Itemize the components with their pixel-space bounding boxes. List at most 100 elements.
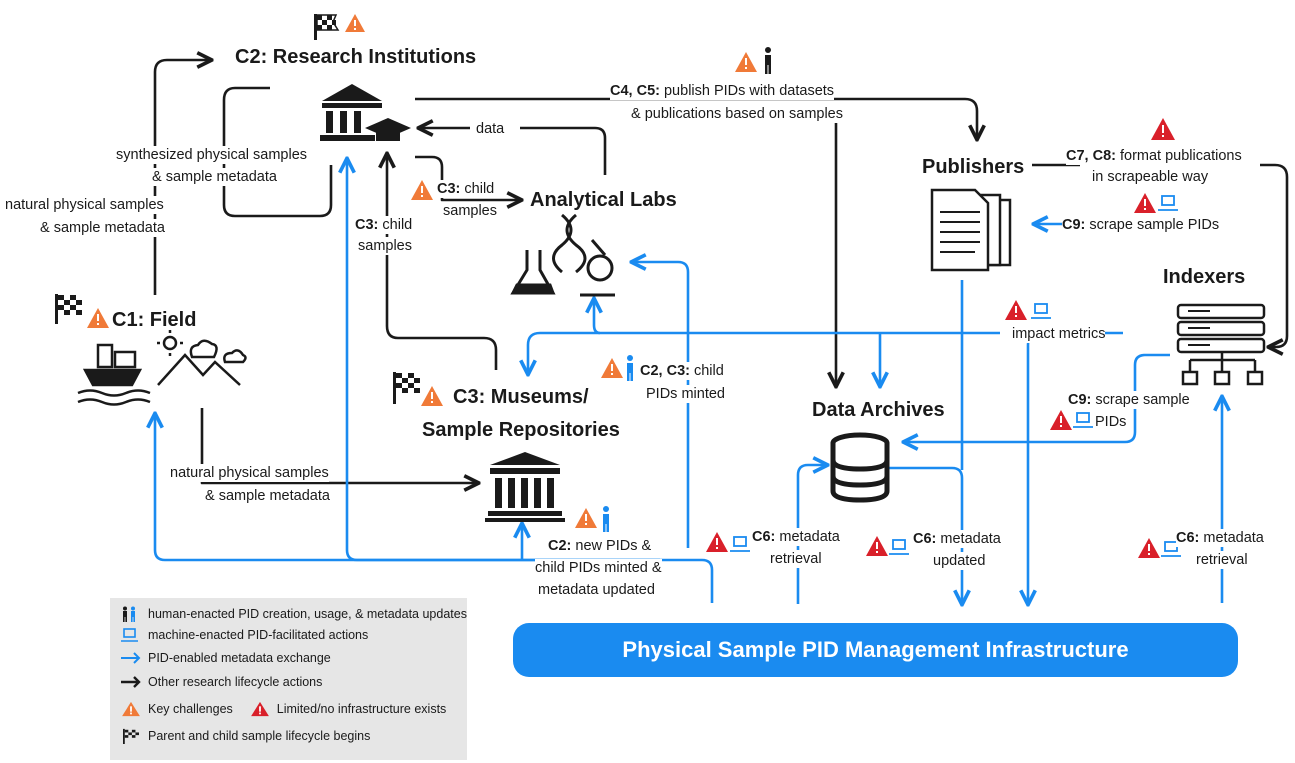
human-icon: [765, 47, 771, 74]
arrow-field-museum: [200, 408, 477, 483]
warning-icon: [1151, 118, 1175, 140]
label-c3-child-b-2: samples: [358, 237, 412, 256]
human-icons: [603, 47, 771, 532]
orange-warning-icons: [87, 14, 757, 528]
blue-arrow-icon: [121, 652, 141, 664]
legend-human-text: human-enacted PID creation, usage, & met…: [148, 607, 467, 621]
label-c2-new-3: metadata updated: [538, 581, 655, 600]
label-natural-down-1: natural physical samples: [170, 464, 329, 483]
label-c6-retrieval-2: retrieval: [770, 550, 822, 569]
warning-icon: [411, 180, 433, 200]
legend-row-lifecycle: Parent and child sample lifecycle begins: [120, 728, 370, 744]
label-scrape-indexer-1: C9: scrape sample: [1068, 391, 1190, 410]
legend-pid-exchange-text: PID-enabled metadata exchange: [148, 651, 331, 665]
legend-lifecycle-text: Parent and child sample lifecycle begins: [148, 729, 371, 743]
label-data: data: [476, 120, 505, 139]
label-scrape-indexer-2: PIDs: [1095, 413, 1127, 432]
computer-icon: [121, 628, 138, 642]
computer-icon: [730, 536, 750, 552]
arrow-research-loop: [222, 86, 333, 218]
blue-impact-line: [528, 331, 1000, 373]
node-museums-line1: C3: Museums/: [453, 386, 589, 408]
orange-warning-icon: [122, 701, 140, 717]
legend-row-pid-exchange: PID-enabled metadata exchange: [120, 650, 331, 666]
warning-icon: [601, 358, 623, 378]
label-c6-updated-1: C6: metadata: [913, 530, 1001, 549]
human-icon: [123, 606, 135, 622]
computer-icon: [1031, 303, 1051, 319]
research-institution-icon: [320, 84, 411, 141]
label-c6-retrieval2-2: retrieval: [1196, 551, 1248, 570]
black-arrow-icon: [121, 676, 141, 688]
blue-infra-archives-left: [796, 465, 826, 604]
arrow-publish: [415, 97, 977, 138]
label-c2c3-child-2: PIDs minted: [646, 385, 725, 404]
blue-impact-infra: [1028, 331, 1123, 603]
label-format-2: in scrapeable way: [1092, 168, 1209, 187]
warning-icon: [345, 14, 365, 32]
warning-icon: [866, 536, 888, 556]
label-publish-2: & publications based on samples: [631, 105, 843, 124]
database-icon: [830, 432, 890, 503]
legend-row-machine: machine-enacted PID-facilitated actions: [120, 627, 368, 643]
human-icon: [603, 506, 609, 532]
museum-icon: [485, 452, 565, 522]
checkered-flag-icon: [123, 728, 139, 744]
document-stack-icon: [930, 188, 1012, 272]
label-format-1: C7, C8: format publications: [1066, 147, 1242, 166]
label-c2c3-child-1: C2, C3: child: [640, 362, 724, 381]
checkered-flag-icon: [393, 372, 420, 404]
label-natural-down-2: & sample metadata: [205, 487, 330, 506]
legend-row-other: Other research lifecycle actions: [120, 674, 322, 690]
legend: human-enacted PID creation, usage, & met…: [110, 598, 467, 760]
label-c6-retrieval2-1: C6: metadata: [1176, 529, 1264, 548]
blue-impact-labs: [594, 300, 600, 335]
legend-limited-text: Limited/no infrastructure exists: [276, 702, 447, 716]
server-indexer-icon: [1176, 303, 1266, 386]
arrow-field-to-research: [153, 60, 210, 295]
blue-archives-infra-right: [880, 466, 962, 603]
label-natural-up-2: & sample metadata: [40, 219, 165, 238]
warning-icon: [706, 532, 728, 552]
node-museums-line2: Sample Repositories: [422, 419, 620, 441]
red-warning-icons: [706, 118, 1175, 558]
label-c3-child-a-2: samples: [443, 202, 497, 221]
legend-other-text: Other research lifecycle actions: [148, 675, 323, 689]
computer-icon: [889, 539, 909, 555]
human-icon: [627, 355, 633, 381]
node-research-institutions: C2: Research Institutions: [235, 46, 477, 68]
node-field: C1: Field: [112, 309, 197, 331]
field-icon: [77, 330, 247, 406]
warning-icon: [575, 508, 597, 528]
warning-icon: [1134, 193, 1156, 213]
computer-icon: [1073, 412, 1093, 428]
label-impact-metrics: impact metrics: [1012, 325, 1106, 344]
arrow-format-indexers: [1260, 163, 1289, 347]
lab-equipment-icon: [510, 213, 615, 297]
arrow-labs-data: [520, 126, 607, 175]
warning-icon: [1005, 300, 1027, 320]
arrow-research-labs: [415, 155, 520, 200]
warning-icon: [421, 386, 443, 406]
computer-icon: [1158, 195, 1178, 211]
machine-icons: [730, 195, 1181, 557]
black-arrows: [153, 60, 1289, 483]
label-natural-up-1: natural physical samples: [5, 196, 164, 215]
red-warning-icon: [250, 701, 269, 717]
label-c3-child-a-1: C3: child: [437, 180, 495, 199]
node-publishers: Publishers: [922, 156, 1025, 178]
legend-machine-text: machine-enacted PID-facilitated actions: [148, 628, 369, 642]
checkered-flag-icon: [314, 14, 340, 40]
blue-infra-labs: [633, 262, 690, 548]
label-c3-child-b-1: C3: child: [355, 216, 413, 235]
label-c6-updated-2: updated: [933, 552, 986, 571]
label-publish-1: C4, C5: publish PIDs with datasets: [610, 82, 835, 101]
label-synth-1: synthesized physical samples: [116, 146, 308, 165]
node-data-archives: Data Archives: [812, 399, 945, 421]
label-c6-retrieval-1: C6: metadata: [752, 528, 840, 547]
label-c2-new-1: C2: new PIDs &: [548, 537, 652, 556]
warning-icon: [1050, 410, 1072, 430]
blue-infra-field: [155, 415, 660, 562]
label-scrape-publishers: C9: scrape sample PIDs: [1062, 216, 1220, 235]
arrow-museum-research: [387, 155, 498, 370]
